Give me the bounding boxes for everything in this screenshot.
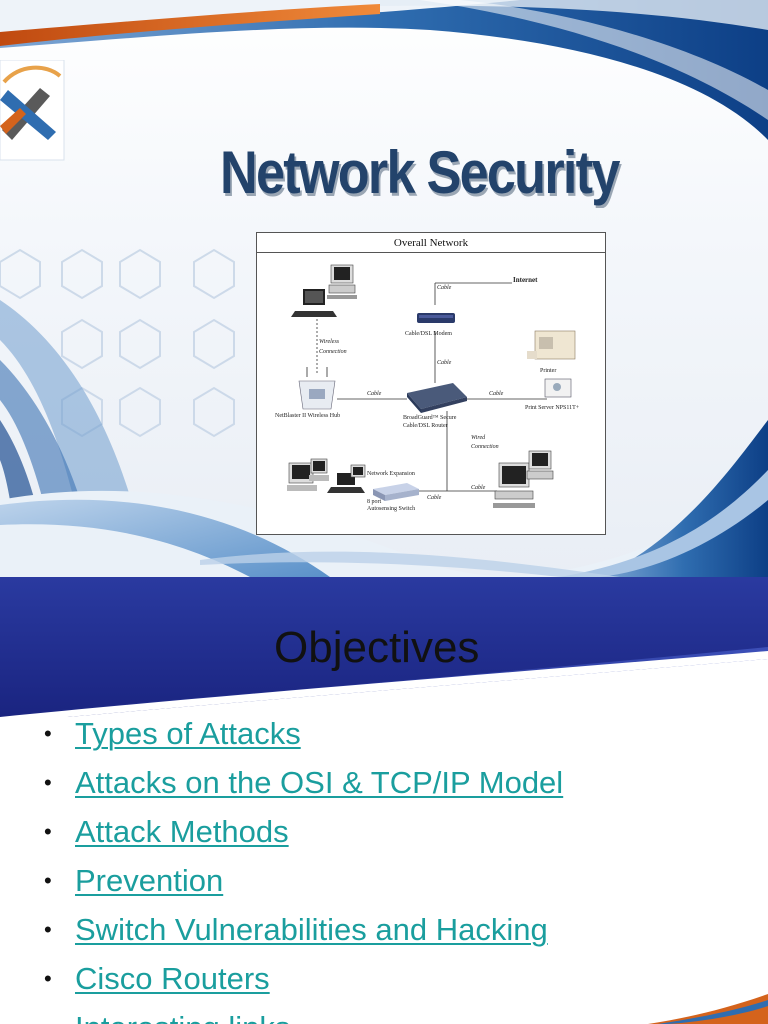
slide-background [0, 0, 768, 577]
label-router: BroadGuard™ Secure [403, 415, 457, 421]
page-title: Network Security [220, 139, 620, 206]
label-wireless-hub: NetBlaster II Wireless Hub [275, 413, 341, 419]
label-network-expansion: Network Expansion [367, 471, 415, 477]
bullet-icon: • [44, 966, 52, 991]
corner-swoosh [648, 994, 768, 1024]
workstation-group-icon [287, 458, 366, 493]
link-prevention[interactable]: Prevention [75, 863, 224, 898]
label-switch: Autosensing Switch [367, 506, 416, 512]
label-cable: Cable [427, 495, 442, 501]
label-wired-connection: Connection [471, 444, 499, 450]
bullet-icon: • [44, 770, 52, 795]
label-router: Cable/DSL Router [403, 423, 448, 429]
label-cable: Cable [437, 360, 452, 366]
label-print-server: Print Server NPS11T+ [525, 405, 580, 411]
slide-objectives: Objectives • Types of Attacks • Attacks … [0, 577, 768, 1024]
print-server-icon [544, 378, 572, 398]
diagram-title: Overall Network [257, 233, 605, 253]
label-cable: Cable [489, 391, 504, 397]
label-connection: Connection [319, 349, 347, 355]
brand-logo [0, 60, 65, 161]
slide-network-security: Network Security Overall Network [0, 0, 768, 577]
section-heading: Objectives [274, 623, 480, 672]
desktop-computer-icon [327, 264, 357, 299]
link-switch-vulnerabilities[interactable]: Switch Vulnerabilities and Hacking [75, 912, 548, 947]
wired-workstation-icon [493, 450, 554, 508]
label-printer: Printer [540, 368, 557, 374]
bullet-icon: • [44, 917, 52, 942]
link-attacks-osi-tcpip[interactable]: Attacks on the OSI & TCP/IP Model [75, 765, 564, 800]
printer-icon [527, 330, 576, 360]
link-cisco-routers[interactable]: Cisco Routers [75, 961, 270, 996]
bullet-icon: • [44, 819, 52, 844]
label-internet: Internet [513, 276, 538, 284]
laptop-icon [291, 289, 337, 317]
label-wired: Wired [471, 435, 486, 441]
link-types-of-attacks[interactable]: Types of Attacks [75, 716, 301, 751]
modem-icon [417, 313, 455, 323]
label-modem: Cable/DSL Modem [405, 331, 452, 337]
label-cable: Cable [367, 391, 382, 397]
network-diagram-graphic [287, 264, 576, 508]
bullet-icon: • [44, 868, 52, 893]
label-switch: 8 port [367, 499, 382, 505]
label-cable: Cable [471, 485, 486, 491]
link-interesting-links[interactable]: Interesting links [75, 1008, 290, 1024]
bullet-icon: • [44, 1008, 52, 1024]
label-wireless: Wireless [319, 339, 340, 345]
link-attack-methods[interactable]: Attack Methods [75, 814, 289, 849]
bullet-icon: • [44, 721, 52, 746]
router-icon [407, 383, 467, 413]
wireless-hub-icon [298, 367, 336, 410]
label-cable: Cable [437, 285, 452, 291]
header-band [0, 577, 768, 737]
network-diagram: Overall Network [256, 232, 606, 535]
switch-icon [373, 483, 419, 501]
